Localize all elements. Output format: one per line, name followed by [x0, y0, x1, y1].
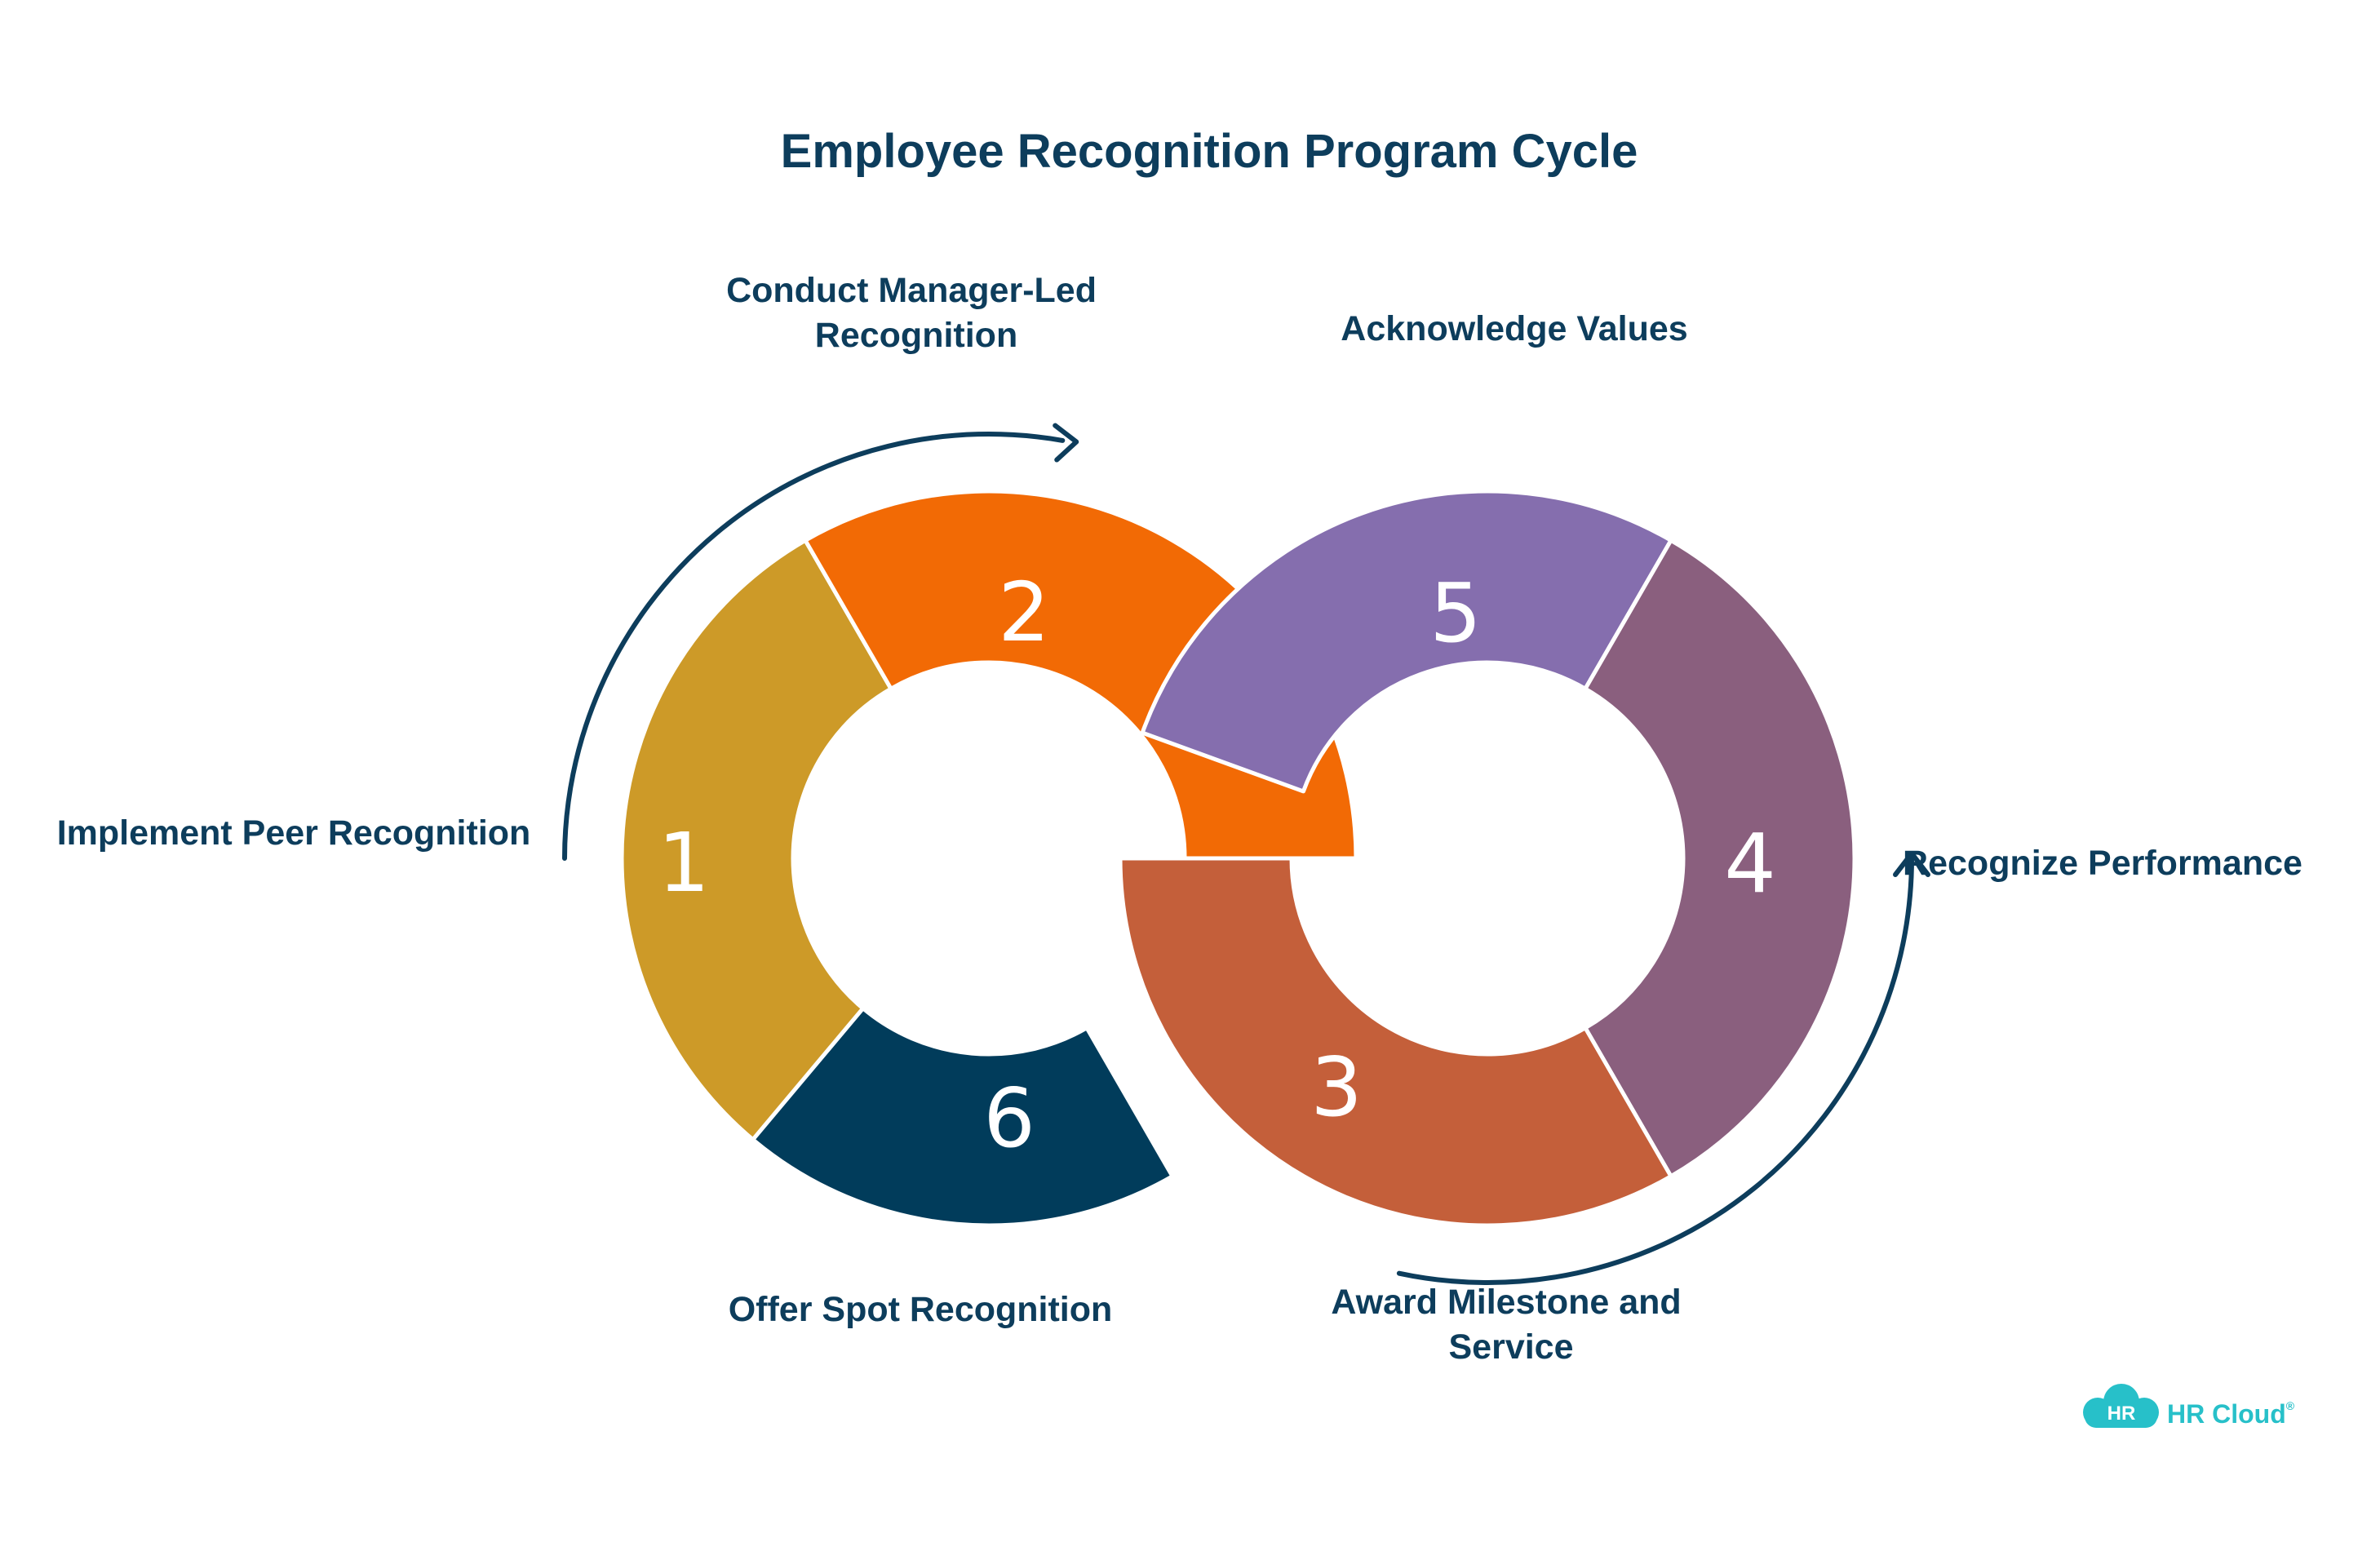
arrow-right-icon [1396, 851, 1930, 1285]
label-recognize-performance: Recognize Performance [1903, 844, 2302, 883]
page-title: Employee Recognition Program Cycle [781, 125, 1638, 178]
segment-2 [803, 489, 1358, 861]
segment-number-2: 2 [998, 565, 1050, 660]
segment-number-3: 3 [1310, 1039, 1363, 1135]
logo-badge: HR [2107, 1403, 2136, 1425]
segment-4 [1583, 538, 1857, 1179]
hr-cloud-logo: HR HR Cloud® [2083, 1384, 2295, 1429]
label-offer-spot-recognition: Offer Spot Recognition [729, 1290, 1113, 1329]
segment-number-4: 4 [1724, 816, 1776, 911]
segment-number-6: 6 [983, 1070, 1035, 1166]
logo-name: HR Cloud® [2167, 1399, 2295, 1429]
label-acknowledge-values: Acknowledge Values [1341, 309, 1687, 348]
segment-number-1: 1 [658, 815, 710, 911]
cloud-icon: HR [2083, 1384, 2159, 1428]
label-award-milestone-and-service: Award Milestone and Service [1331, 1283, 1691, 1367]
label-conduct-manager-led-recognition: Conduct Manager-Led Recognition [726, 271, 1106, 355]
segment-1 [619, 538, 893, 1179]
segment-3 [1118, 856, 1673, 1228]
segment-6 [751, 1006, 1175, 1228]
arrow-left-icon [562, 423, 1079, 861]
segment-number-5: 5 [1429, 565, 1482, 661]
segment-5 [1140, 489, 1673, 794]
label-implement-peer-recognition: Implement Peer Recognition [57, 813, 531, 853]
